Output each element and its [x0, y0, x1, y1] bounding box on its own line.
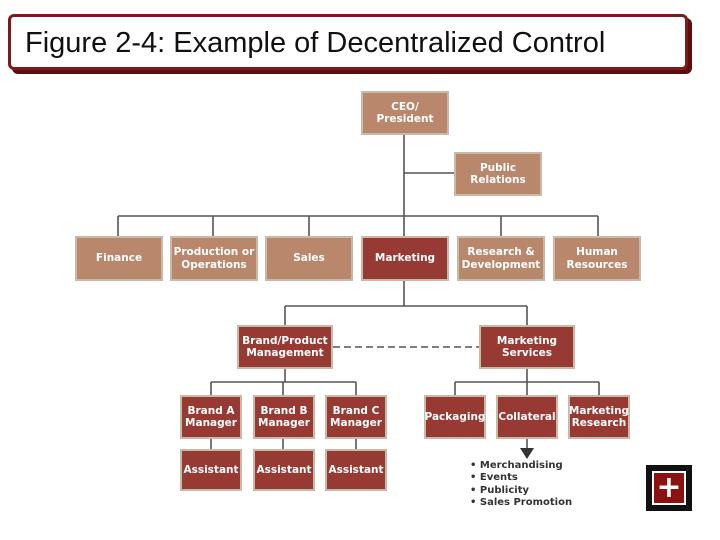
node-marketing-research: Marketing Research [568, 395, 630, 439]
node-public-relations-label: Public Relations [470, 161, 526, 187]
node-research: Research & Development [457, 236, 545, 281]
node-packaging: Packaging [424, 395, 486, 439]
list-item: Publicity [470, 485, 572, 497]
node-public-relations: Public Relations [454, 152, 542, 196]
node-assistant-c: Assistant [325, 449, 387, 491]
node-production-label: Production or Operations [173, 246, 255, 271]
node-brand-c: Brand C Manager [325, 395, 387, 439]
node-brand-a: Brand A Manager [180, 395, 242, 439]
node-sales-label: Sales [293, 252, 325, 265]
list-item: Sales Promotion [470, 497, 572, 509]
node-research-label: Research & Development [461, 246, 541, 271]
arrow-down-icon [520, 448, 534, 459]
node-brand-mgmt: Brand/Product Management [237, 325, 333, 369]
node-ceo-label: CEO/ President [376, 100, 434, 126]
node-marketing-research-label: Marketing Research [568, 404, 630, 430]
node-finance-label: Finance [95, 252, 143, 265]
plus-icon: + [652, 471, 686, 505]
page-title: Figure 2-4: Example of Decentralized Con… [25, 27, 606, 59]
node-marketing-services: Marketing Services [479, 325, 575, 369]
node-marketing: Marketing [361, 236, 449, 281]
node-collateral: Collateral [496, 395, 558, 439]
node-ceo: CEO/ President [361, 91, 449, 135]
collateral-list: Merchandising Events Publicity Sales Pro… [470, 460, 572, 509]
title-bar: Figure 2-4: Example of Decentralized Con… [8, 14, 688, 70]
node-assistant-c-label: Assistant [328, 463, 384, 476]
node-packaging-label: Packaging [424, 410, 486, 423]
node-hr: Human Resources [553, 236, 641, 281]
node-brand-a-label: Brand A Manager [185, 404, 237, 430]
node-marketing-services-label: Marketing Services [496, 334, 558, 360]
node-finance: Finance [75, 236, 163, 281]
list-item: Merchandising [470, 460, 572, 472]
node-hr-label: Human Resources [566, 246, 628, 271]
node-assistant-a: Assistant [180, 449, 242, 491]
plus-button[interactable]: + [646, 465, 692, 511]
node-collateral-label: Collateral [498, 410, 556, 423]
node-brand-mgmt-label: Brand/Product Management [242, 334, 328, 360]
node-brand-b: Brand B Manager [253, 395, 315, 439]
node-assistant-b: Assistant [253, 449, 315, 491]
node-brand-c-label: Brand C Manager [330, 404, 382, 430]
node-brand-b-label: Brand B Manager [258, 404, 310, 430]
node-assistant-a-label: Assistant [183, 463, 239, 476]
node-marketing-label: Marketing [374, 252, 436, 265]
node-sales: Sales [265, 236, 353, 281]
list-item: Events [470, 472, 572, 484]
node-production: Production or Operations [170, 236, 258, 281]
node-assistant-b-label: Assistant [256, 463, 312, 476]
